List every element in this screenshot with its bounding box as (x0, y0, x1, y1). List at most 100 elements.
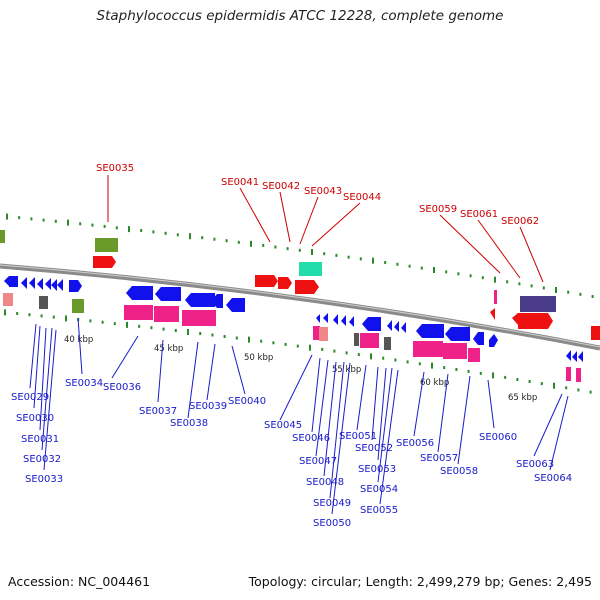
gene-box-magenta[interactable] (576, 368, 581, 382)
gene-box-magenta[interactable] (443, 343, 467, 359)
gene-arrow-blue[interactable] (69, 280, 82, 292)
gene-label-top[interactable]: SE0061 (460, 209, 498, 220)
gene-arrow-blue[interactable] (37, 278, 43, 290)
gene-arrow-blue[interactable] (362, 317, 381, 331)
gene-arrow-red[interactable] (295, 280, 319, 294)
gene-label-bottom[interactable]: SE0055 (360, 505, 398, 516)
gene-box-olive[interactable] (72, 299, 84, 313)
gene-label-bottom[interactable]: SE0057 (420, 453, 458, 464)
gene-arrow-blue[interactable] (211, 294, 223, 308)
gene-arrow-blue[interactable] (9, 276, 18, 287)
gene-label-top[interactable]: SE0059 (419, 204, 457, 215)
gene-box-magenta[interactable] (566, 367, 571, 381)
gene-label-bottom[interactable]: SE0047 (299, 456, 337, 467)
gene-label-top[interactable]: SE0035 (96, 163, 134, 174)
gene-arrow-blue[interactable] (4, 276, 9, 286)
gene-label-bottom[interactable]: SE0056 (396, 438, 434, 449)
gene-box-olive[interactable] (0, 230, 5, 243)
gene-label-top[interactable]: SE0044 (343, 192, 381, 203)
gene-box-magenta[interactable] (468, 348, 480, 362)
gene-arrow-blue[interactable] (387, 320, 392, 331)
kbp-marker-55: 55 kbp (332, 365, 361, 375)
tick-mark-outer (54, 219, 57, 223)
gene-label-bottom[interactable]: SE0036 (103, 382, 141, 393)
gene-arrow-blue[interactable] (445, 327, 470, 341)
gene-label-bottom[interactable]: SE0034 (65, 378, 103, 389)
gene-label-bottom[interactable]: SE0054 (360, 484, 398, 495)
gene-arrow-blue[interactable] (473, 332, 484, 345)
lower-strand-genes (3, 276, 583, 382)
gene-label-bottom[interactable]: SE0060 (479, 432, 517, 443)
gene-box-teal[interactable] (299, 262, 322, 276)
gene-arrow-blue[interactable] (316, 314, 320, 323)
gene-box-gray[interactable] (39, 296, 48, 309)
tick-mark-inner (443, 366, 446, 370)
gene-label-bottom[interactable]: SE0032 (23, 454, 61, 465)
gene-arrow-blue[interactable] (578, 351, 583, 362)
gene-arrow-blue[interactable] (489, 334, 498, 347)
gene-label-bottom[interactable]: SE0038 (170, 418, 208, 429)
tick-mark-inner (406, 360, 409, 364)
gene-arrow-blue[interactable] (29, 277, 35, 289)
gene-arrow-blue[interactable] (401, 322, 406, 333)
gene-box-red[interactable] (591, 326, 600, 340)
gene-arrow-red[interactable] (255, 275, 278, 287)
gene-box-magenta[interactable] (413, 341, 443, 357)
gene-label-bottom[interactable]: SE0031 (21, 434, 59, 445)
gene-box-magenta[interactable] (494, 290, 497, 304)
gene-label-top[interactable]: SE0043 (304, 186, 342, 197)
gene-arrow-blue[interactable] (333, 314, 338, 325)
gene-box-salmon[interactable] (319, 327, 328, 341)
gene-box-olive[interactable] (95, 238, 118, 252)
gene-arrow-red[interactable] (512, 313, 518, 325)
gene-arrow-blue[interactable] (57, 279, 63, 291)
gene-arrow-blue[interactable] (566, 350, 571, 361)
gene-box-magenta[interactable] (360, 333, 379, 348)
gene-label-top[interactable]: SE0062 (501, 216, 539, 227)
gene-label-bottom[interactable]: SE0049 (313, 498, 351, 509)
gene-arrow-red[interactable] (93, 256, 116, 268)
gene-arrow-blue[interactable] (21, 277, 27, 289)
gene-box-purple[interactable] (520, 296, 556, 312)
gene-label-bottom[interactable]: SE0039 (189, 401, 227, 412)
gene-label-bottom[interactable]: SE0045 (264, 420, 302, 431)
gene-label-bottom[interactable]: SE0064 (534, 473, 572, 484)
gene-arrow-red[interactable] (518, 313, 553, 329)
gene-arrow-blue[interactable] (45, 278, 51, 290)
gene-label-bottom[interactable]: SE0040 (228, 396, 266, 407)
gene-box-magenta[interactable] (154, 306, 179, 322)
gene-arrow-blue[interactable] (226, 298, 245, 312)
gene-label-bottom[interactable]: SE0053 (358, 464, 396, 475)
gene-arrow-blue[interactable] (349, 316, 354, 327)
gene-label-bottom[interactable]: SE0050 (313, 518, 351, 529)
gene-label-bottom[interactable]: SE0030 (16, 413, 54, 424)
gene-box-magenta[interactable] (124, 305, 153, 320)
gene-label-bottom[interactable]: SE0029 (11, 392, 49, 403)
gene-arrow-blue[interactable] (416, 324, 444, 338)
gene-arrow-blue[interactable] (341, 315, 346, 326)
gene-label-bottom[interactable]: SE0046 (292, 433, 330, 444)
gene-label-top[interactable]: SE0041 (221, 177, 259, 188)
gene-label-top[interactable]: SE0042 (262, 181, 300, 192)
gene-arrow-blue[interactable] (126, 286, 153, 300)
gene-box-magenta[interactable] (182, 310, 216, 326)
gene-arrow-blue[interactable] (572, 351, 577, 362)
gene-label-bottom[interactable]: SE0033 (25, 474, 63, 485)
gene-arrow-red[interactable] (490, 308, 495, 320)
gene-box-gray[interactable] (384, 337, 391, 350)
gene-label-bottom[interactable]: SE0048 (306, 477, 344, 488)
gene-arrow-blue[interactable] (394, 321, 399, 332)
gene-arrow-blue[interactable] (155, 287, 181, 301)
gene-box-salmon[interactable] (3, 293, 13, 306)
gene-label-bottom[interactable]: SE0052 (355, 443, 393, 454)
gene-box-magenta[interactable] (313, 326, 320, 340)
gene-label-bottom[interactable]: SE0051 (339, 431, 377, 442)
gene-label-bottom[interactable]: SE0063 (516, 459, 554, 470)
gene-arrow-red[interactable] (278, 277, 292, 289)
gene-arrow-blue[interactable] (185, 293, 215, 307)
gene-arrow-blue[interactable] (323, 313, 328, 323)
gene-box-gray[interactable] (354, 333, 359, 346)
gene-arrow-blue[interactable] (51, 279, 57, 291)
gene-label-bottom[interactable]: SE0058 (440, 466, 478, 477)
gene-label-bottom[interactable]: SE0037 (139, 406, 177, 417)
